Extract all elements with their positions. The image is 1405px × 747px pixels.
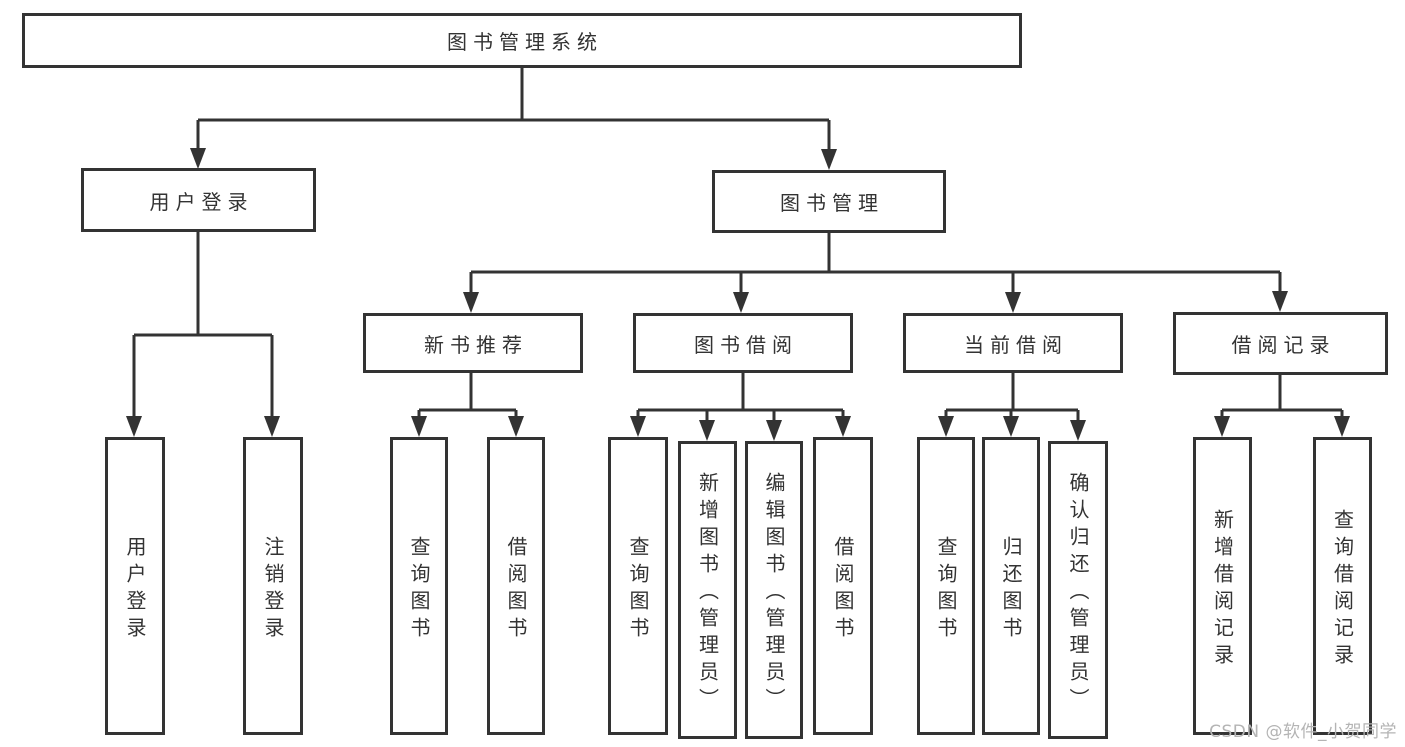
leaf-logout: 注销登录 xyxy=(243,437,303,735)
node-user-login: 用户登录 xyxy=(81,168,316,232)
leaf-return-books-label: 归还图书 xyxy=(999,535,1023,644)
leaf-query-borrow-record-label: 查询借阅记录 xyxy=(1330,508,1355,671)
leaf-query-books-3: 查询图书 xyxy=(917,437,975,735)
leaf-add-borrow-record-label: 新增借阅记录 xyxy=(1210,508,1235,671)
node-new-book-recommend: 新书推荐 xyxy=(363,313,583,373)
leaf-query-books-2-label: 查询图书 xyxy=(626,535,650,644)
leaf-query-books-1: 查询图书 xyxy=(390,437,448,735)
leaf-borrow-books-1: 借阅图书 xyxy=(487,437,545,735)
leaf-return-books: 归还图书 xyxy=(982,437,1040,735)
node-current-borrowing: 当前借阅 xyxy=(903,313,1123,373)
arrow-down-icon xyxy=(835,416,851,437)
leaf-confirm-return-admin: 确认归还（管理员） xyxy=(1048,441,1108,739)
leaf-borrow-books-1-label: 借阅图书 xyxy=(504,535,528,644)
arrow-down-icon xyxy=(630,416,646,437)
node-borrowing-records: 借阅记录 xyxy=(1173,312,1388,375)
node-book-management: 图书管理 xyxy=(712,170,946,233)
arrowheads xyxy=(126,148,1350,441)
leaf-edit-books-admin: 编辑图书（管理员） xyxy=(745,441,803,739)
node-user-login-label: 用户登录 xyxy=(149,189,254,214)
leaf-edit-books-admin-label: 编辑图书（管理员） xyxy=(762,472,786,715)
arrow-down-icon xyxy=(1214,416,1230,437)
arrow-down-icon xyxy=(1070,420,1086,441)
connector-path xyxy=(132,68,1344,432)
node-new-book-recommend-label: 新书推荐 xyxy=(424,332,528,357)
arrow-down-icon xyxy=(699,420,715,441)
arrow-down-icon xyxy=(1272,291,1288,312)
arrow-down-icon xyxy=(508,416,524,437)
leaf-add-books-admin-label: 新增图书（管理员） xyxy=(695,472,720,715)
node-borrowing-records-label: 借阅记录 xyxy=(1231,333,1336,357)
node-library-system-label: 图书管理系统 xyxy=(447,30,603,54)
arrow-down-icon xyxy=(938,416,954,437)
leaf-borrow-books-2: 借阅图书 xyxy=(813,437,873,735)
watermark: CSDN @软件_小贺同学 xyxy=(1209,722,1397,742)
arrow-down-icon xyxy=(1334,416,1350,437)
leaf-add-borrow-record: 新增借阅记录 xyxy=(1193,437,1252,735)
node-book-management-label: 图书管理 xyxy=(780,191,884,215)
leaf-query-borrow-record: 查询借阅记录 xyxy=(1313,437,1372,735)
node-book-borrowing: 图书借阅 xyxy=(633,313,853,373)
leaf-query-books-3-label: 查询图书 xyxy=(934,535,958,644)
arrow-down-icon xyxy=(190,148,206,169)
arrow-down-icon xyxy=(821,149,837,170)
arrow-down-icon xyxy=(463,292,479,313)
arrow-down-icon xyxy=(766,420,782,441)
leaf-logout-label: 注销登录 xyxy=(261,535,285,644)
leaf-add-books-admin: 新增图书（管理员） xyxy=(678,441,737,739)
leaf-borrow-books-2-label: 借阅图书 xyxy=(831,535,855,644)
arrow-down-icon xyxy=(1003,416,1019,437)
leaf-query-books-2: 查询图书 xyxy=(608,437,668,735)
arrow-down-icon xyxy=(411,416,427,437)
arrow-down-icon xyxy=(1005,292,1021,313)
node-current-borrowing-label: 当前借阅 xyxy=(964,332,1068,357)
node-book-borrowing-label: 图书借阅 xyxy=(694,332,798,357)
leaf-user-login: 用户登录 xyxy=(105,437,165,735)
arrow-down-icon xyxy=(733,292,749,313)
arrow-down-icon xyxy=(264,416,280,437)
node-library-system: 图书管理系统 xyxy=(22,13,1022,68)
leaf-user-login-label: 用户登录 xyxy=(123,535,147,644)
leaf-confirm-return-admin-label: 确认归还（管理员） xyxy=(1066,472,1090,715)
leaf-query-books-1-label: 查询图书 xyxy=(407,535,431,644)
arrow-down-icon xyxy=(126,416,142,437)
